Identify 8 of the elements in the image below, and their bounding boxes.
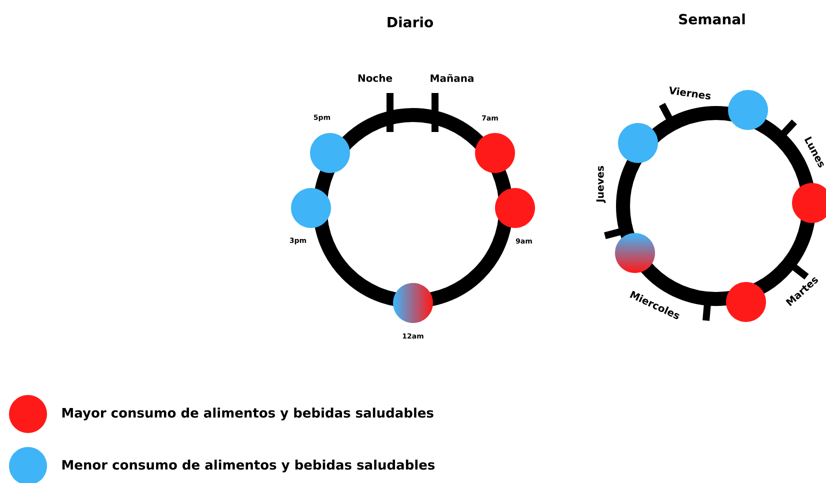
- legend-text: Mayor consumo de alimentos y bebidas saludables: [62, 408, 434, 420]
- heading: Semanal: [679, 14, 745, 24]
- heading: Diario: [388, 16, 433, 28]
- day-label: Jueves: [596, 166, 606, 203]
- day-label: Viernes: [669, 86, 710, 100]
- legend-text: Menor consumo de alimentos y bebidas saludables: [62, 460, 435, 472]
- time-label: Noche: [358, 74, 392, 82]
- time-label: Mañana: [430, 74, 474, 82]
